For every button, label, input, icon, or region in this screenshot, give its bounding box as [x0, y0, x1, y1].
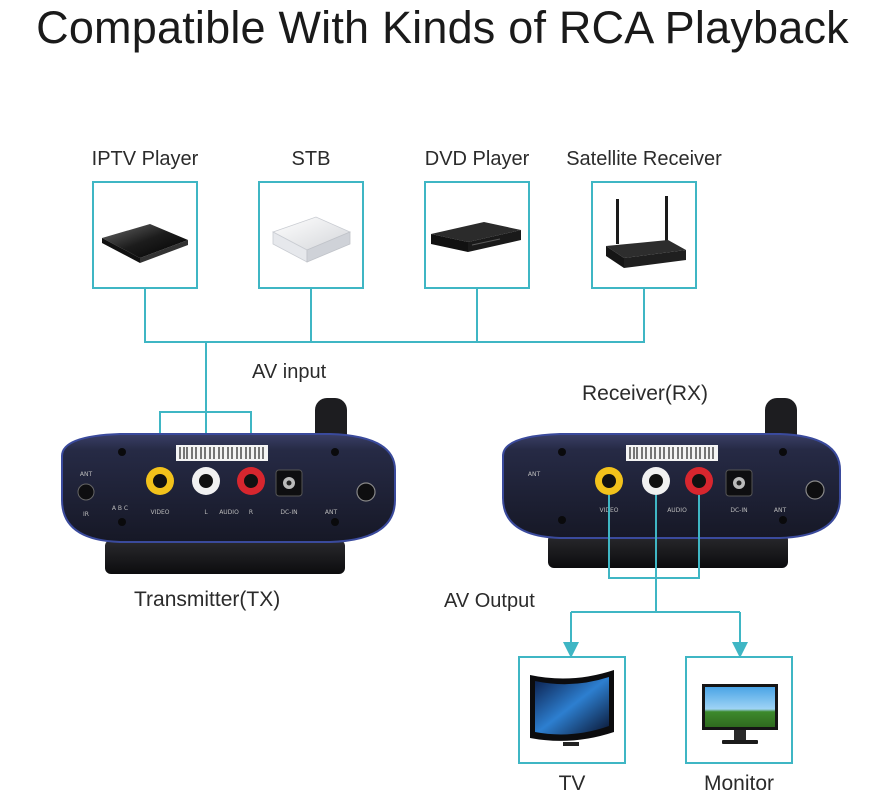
iptv-player-icon — [102, 224, 188, 263]
output-box-tv — [518, 656, 626, 764]
source-label-dvd: DVD Player — [424, 148, 530, 170]
audio-r-label: R — [249, 509, 253, 516]
ant-port-label-right: ANT — [325, 509, 338, 516]
rca-audio-right-port — [237, 467, 265, 495]
transmitter-label: Transmitter(TX) — [134, 588, 281, 611]
source-label-satellite: Satellite Receiver — [566, 148, 722, 170]
dc-in-port-label: DC-IN — [280, 509, 297, 516]
receiver-barcode-label — [626, 445, 718, 461]
page-title: Compatible With Kinds of RCA Playback — [36, 2, 849, 53]
ant-port-label: ANT — [80, 471, 93, 478]
output-label-tv: TV — [558, 772, 586, 795]
monitor-icon — [702, 684, 778, 744]
power-button-icon — [356, 482, 376, 502]
ir-port-label: IR — [83, 511, 89, 518]
source-box-stb — [258, 181, 364, 289]
output-box-monitor — [685, 656, 793, 764]
source-label-stb: STB — [291, 148, 331, 170]
transmitter-barcode-label — [176, 445, 268, 461]
rx-ant-port-label: ANT — [528, 471, 541, 478]
receiver-stand — [548, 534, 788, 568]
rx-audio-port-label: AUDIO — [667, 507, 687, 514]
source-label-iptv: IPTV Player — [91, 148, 199, 170]
dc-in-port — [275, 469, 303, 497]
rca-video-port — [146, 467, 174, 495]
ir-port — [77, 483, 95, 501]
output-connection-lines — [563, 495, 748, 658]
audio-port-label: AUDIO — [219, 509, 239, 516]
receiver-device: ANT VIDEO AUDIO DC-IN ANT — [502, 398, 841, 568]
input-connection-lines — [144, 288, 645, 466]
rx-rca-audio-right-port — [685, 467, 713, 495]
satellite-receiver-icon — [606, 196, 686, 268]
audio-l-label: L — [204, 509, 208, 516]
transmitter-device: IR ANT A B C VIDEO L AUDIO R DC-IN ANT — [61, 398, 396, 574]
abc-switch-label: A B C — [112, 505, 128, 512]
av-output-label: AV Output — [444, 590, 535, 612]
tv-icon — [530, 670, 614, 746]
av-input-label: AV input — [252, 361, 327, 383]
rca-audio-left-port — [192, 467, 220, 495]
receiver-label: Receiver(RX) — [582, 382, 709, 405]
source-box-satellite — [591, 181, 697, 289]
source-box-iptv — [92, 181, 198, 289]
transmitter-stand — [105, 540, 345, 574]
output-label-monitor: Monitor — [703, 772, 775, 795]
rx-rca-video-port — [595, 467, 623, 495]
rx-ant-port-label-right: ANT — [774, 507, 787, 514]
rx-dc-in-port-label: DC-IN — [730, 507, 747, 514]
dvd-player-icon — [431, 222, 521, 252]
rx-dc-in-port — [725, 469, 753, 497]
rx-rca-audio-left-port — [642, 467, 670, 495]
stb-box-icon — [272, 216, 352, 263]
video-port-label: VIDEO — [150, 509, 169, 516]
rx-power-button-icon — [805, 480, 825, 500]
source-box-dvd — [424, 181, 530, 289]
